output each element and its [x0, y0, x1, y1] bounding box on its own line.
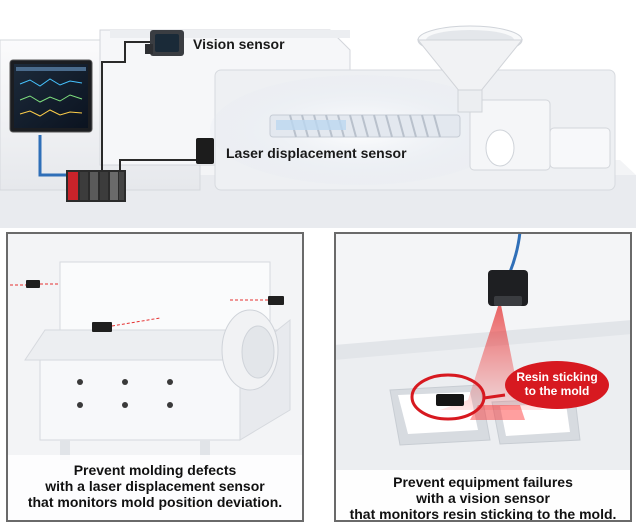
resin-sticking-callout: Resin sticking to the mold	[509, 370, 605, 398]
caption-line: that monitors resin sticking to the mold…	[349, 506, 617, 522]
resin-sticking-panel: Prevent equipment failures with a vision…	[334, 232, 632, 522]
vision-inspection-illustration	[334, 231, 632, 522]
hopper	[416, 25, 524, 113]
vision-sensor-device	[145, 30, 184, 56]
caption-line: Prevent equipment failures	[393, 474, 573, 490]
caption-line: with a laser displacement sensor	[45, 478, 265, 494]
injection-unit	[210, 69, 616, 191]
mold-illustration	[6, 232, 304, 522]
mold-deviation-panel: Prevent molding defects with a laser dis…	[6, 232, 304, 522]
laser-sensor-device	[196, 138, 214, 164]
laser-sensor-label: Laser displacement sensor	[226, 145, 407, 161]
mold-deviation-caption: Prevent molding defects with a laser dis…	[8, 462, 302, 510]
callout-line: Resin sticking	[516, 370, 598, 384]
vision-sensor-label: Vision sensor	[193, 36, 285, 52]
resin-sticking-caption: Prevent equipment failures with a vision…	[336, 474, 630, 522]
caption-line: Prevent molding defects	[73, 462, 237, 478]
caption-line: that monitors mold position deviation.	[27, 494, 283, 510]
caption-line: with a vision sensor	[416, 490, 550, 506]
callout-line: to the mold	[524, 384, 590, 398]
plc-controller	[66, 170, 126, 202]
hmi-display	[9, 59, 93, 133]
